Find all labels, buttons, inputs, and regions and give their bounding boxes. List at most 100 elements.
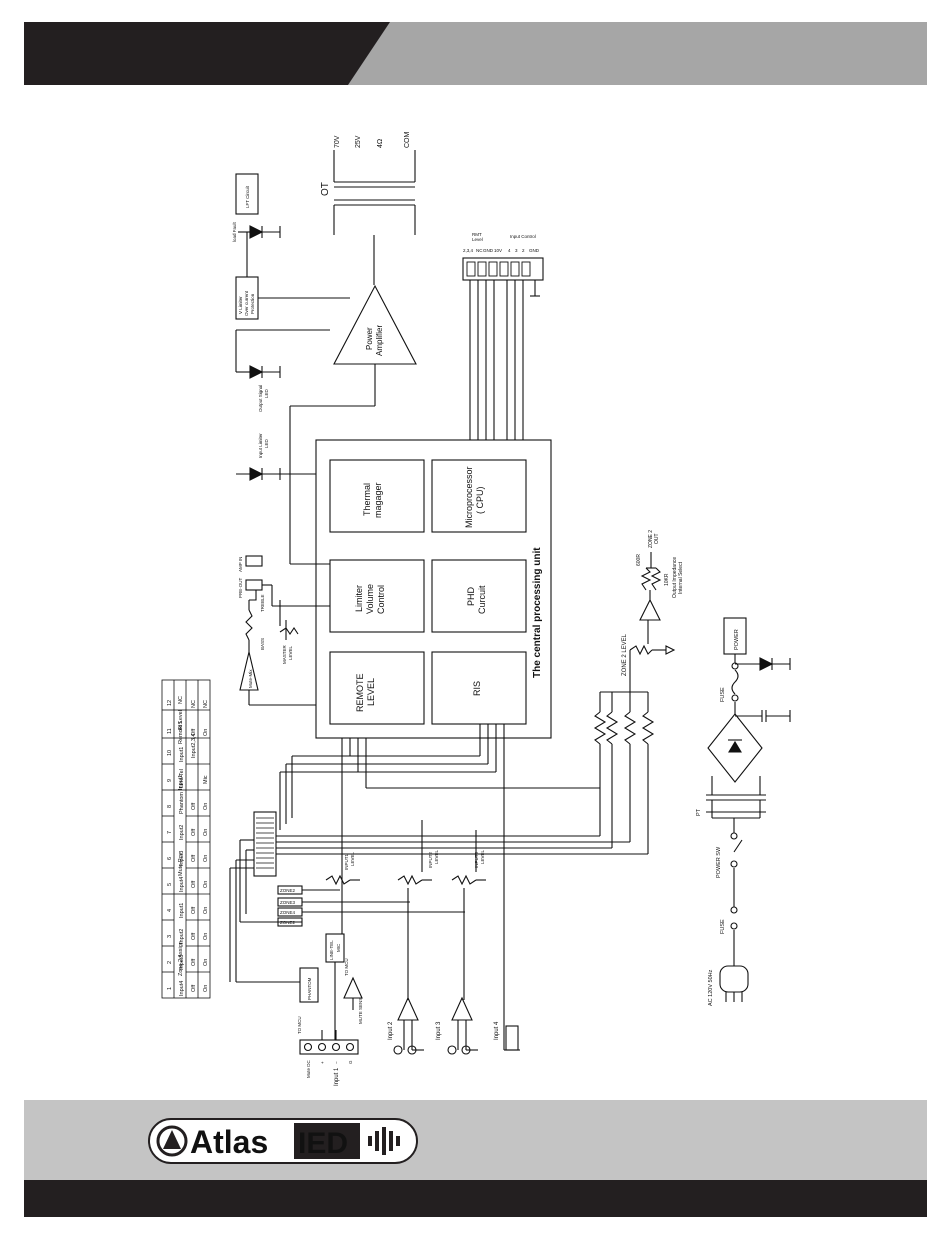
rmt-level-1: RMT bbox=[472, 232, 482, 237]
thermal-block bbox=[329, 459, 425, 533]
limiter-label-3: Control bbox=[376, 585, 386, 614]
input1-connector bbox=[299, 1039, 359, 1055]
remote-label-2: LEVEL bbox=[366, 678, 376, 706]
zone2-r10k bbox=[650, 567, 662, 591]
vlim-label-3: Protection bbox=[250, 293, 255, 314]
dip-number-8: 8 bbox=[167, 805, 173, 808]
dip-off-11: Off bbox=[191, 728, 197, 736]
dip-on-6: On bbox=[203, 855, 209, 862]
zone2-r600-label: 600R bbox=[636, 554, 642, 566]
dip-subhead-1: Input4 bbox=[179, 981, 185, 996]
dip-number-10: 10 bbox=[167, 750, 173, 756]
mix-resistor-1 bbox=[593, 711, 607, 745]
dip-off-8: Off bbox=[191, 802, 197, 810]
power-box bbox=[723, 617, 747, 655]
treble-pot bbox=[249, 590, 257, 601]
in1-pin-2: + bbox=[320, 1061, 325, 1064]
dip-subhead-3: Input2 bbox=[179, 929, 185, 944]
dip-number-3: 3 bbox=[167, 935, 173, 938]
dip-off-7: Off bbox=[191, 828, 197, 836]
zone2-r10k-label: 10KR bbox=[664, 573, 670, 586]
pre-out-label: PRE-OUT bbox=[238, 577, 243, 598]
bass-pot bbox=[245, 609, 253, 641]
phd-label-1: PHD bbox=[466, 586, 476, 606]
load-fault-label: load Fault bbox=[232, 221, 237, 242]
input-limiter-led bbox=[249, 467, 281, 481]
output-led-label-1: Output Signal bbox=[258, 385, 263, 412]
dip-number-7: 7 bbox=[167, 831, 173, 834]
atlas-symbol-icon bbox=[156, 1125, 188, 1157]
zone2-impedance-2: Internal Select bbox=[678, 561, 684, 594]
amp-label-1: Power bbox=[365, 327, 374, 350]
input4-label: Input 4 bbox=[494, 1021, 500, 1040]
power-box-label: POWER bbox=[734, 629, 740, 650]
load-fault-led bbox=[238, 225, 281, 239]
zone-label-4: ZONE2 bbox=[280, 920, 296, 925]
dip-number-1: 1 bbox=[167, 987, 173, 990]
dip-on-1: On bbox=[203, 985, 209, 992]
fuse-2 bbox=[731, 669, 739, 695]
vlim-label-1: V Limiter bbox=[238, 296, 243, 314]
term-pin-6: 3 bbox=[515, 248, 518, 253]
dip-number-5: 5 bbox=[167, 883, 173, 886]
input2-level-pot bbox=[397, 874, 423, 886]
dip-table bbox=[161, 679, 211, 999]
input2-label: Input 2 bbox=[388, 1021, 394, 1040]
limiter-label-1: Limiter bbox=[354, 585, 364, 612]
dip-on-4: On bbox=[203, 907, 209, 914]
header-dark-band bbox=[24, 22, 390, 85]
micro-label-2: ( CPU) bbox=[475, 487, 485, 515]
input3-jack bbox=[447, 1045, 457, 1055]
ris-label: RIS bbox=[472, 681, 482, 696]
dip-subhead-9: Line/Tel bbox=[179, 769, 185, 788]
remote-label-1: REMOTE bbox=[355, 673, 365, 712]
mix-resistor-4 bbox=[641, 711, 655, 745]
dip-on-8: On bbox=[203, 803, 209, 810]
dip-subhead-4: Input1 bbox=[179, 903, 185, 918]
micro-label-1: Microprocessor bbox=[464, 466, 474, 528]
input3-label: Input 3 bbox=[436, 1021, 442, 1040]
logo-ied-text: IED bbox=[298, 1127, 348, 1160]
mix-resistor-3 bbox=[623, 711, 637, 745]
zone-label-2: ZONE3 bbox=[280, 900, 296, 905]
dip-off-1: Off bbox=[191, 984, 197, 992]
thermal-label-2: magager bbox=[373, 482, 383, 518]
dip-switch bbox=[253, 811, 277, 877]
cpu-title: The central processing unit bbox=[532, 547, 543, 678]
input3-level-2: LEVEL bbox=[480, 849, 485, 864]
zone-label-3: ZONE4 bbox=[280, 910, 296, 915]
line-mic-1: LINE-TEL bbox=[329, 940, 334, 960]
vlim-label-2: Over current bbox=[244, 290, 249, 316]
zone2-out-1: ZONE 2 bbox=[648, 530, 654, 548]
dip-off-3: Off bbox=[191, 932, 197, 940]
master-level-pot bbox=[279, 627, 299, 635]
term-pin-1: 2,3,4 bbox=[463, 248, 474, 253]
bass-label: BASS bbox=[260, 638, 265, 650]
lft-label: LFT Circuit bbox=[245, 185, 250, 208]
dip-number-11: 11 bbox=[167, 728, 173, 734]
cpu-box bbox=[315, 439, 552, 739]
zone2-level-label: ZONE 2 LEVEL bbox=[622, 633, 628, 676]
ac-plug bbox=[719, 965, 749, 993]
input1-level-2: LEVEL bbox=[350, 851, 355, 866]
zone2-out-2: OUT bbox=[654, 533, 660, 544]
input1-level-pot bbox=[325, 874, 351, 886]
term-pin-8: GND bbox=[529, 248, 540, 253]
dip-group-1: Zone 2 Assign bbox=[178, 941, 184, 976]
input3-level-1: INPUT3 bbox=[474, 852, 479, 869]
lft-circuit-box bbox=[235, 173, 259, 215]
amp-in-jack bbox=[245, 555, 263, 567]
dip-on-9: Mic bbox=[203, 775, 209, 784]
power-led bbox=[759, 657, 791, 671]
fuse2-label: FUSE bbox=[720, 687, 726, 702]
terminal-block bbox=[462, 257, 544, 281]
dip-off-6: Off bbox=[191, 854, 197, 862]
input2-preamp bbox=[397, 996, 419, 1021]
dip-on-11: On bbox=[203, 729, 209, 736]
output-signal-led bbox=[236, 365, 281, 379]
pt-label: PT bbox=[696, 808, 702, 816]
dip-group-2: Mute Rcv bbox=[178, 853, 184, 876]
treble-label: TREBLE bbox=[260, 594, 265, 612]
dip-subhead-2: Input3 bbox=[179, 955, 185, 970]
